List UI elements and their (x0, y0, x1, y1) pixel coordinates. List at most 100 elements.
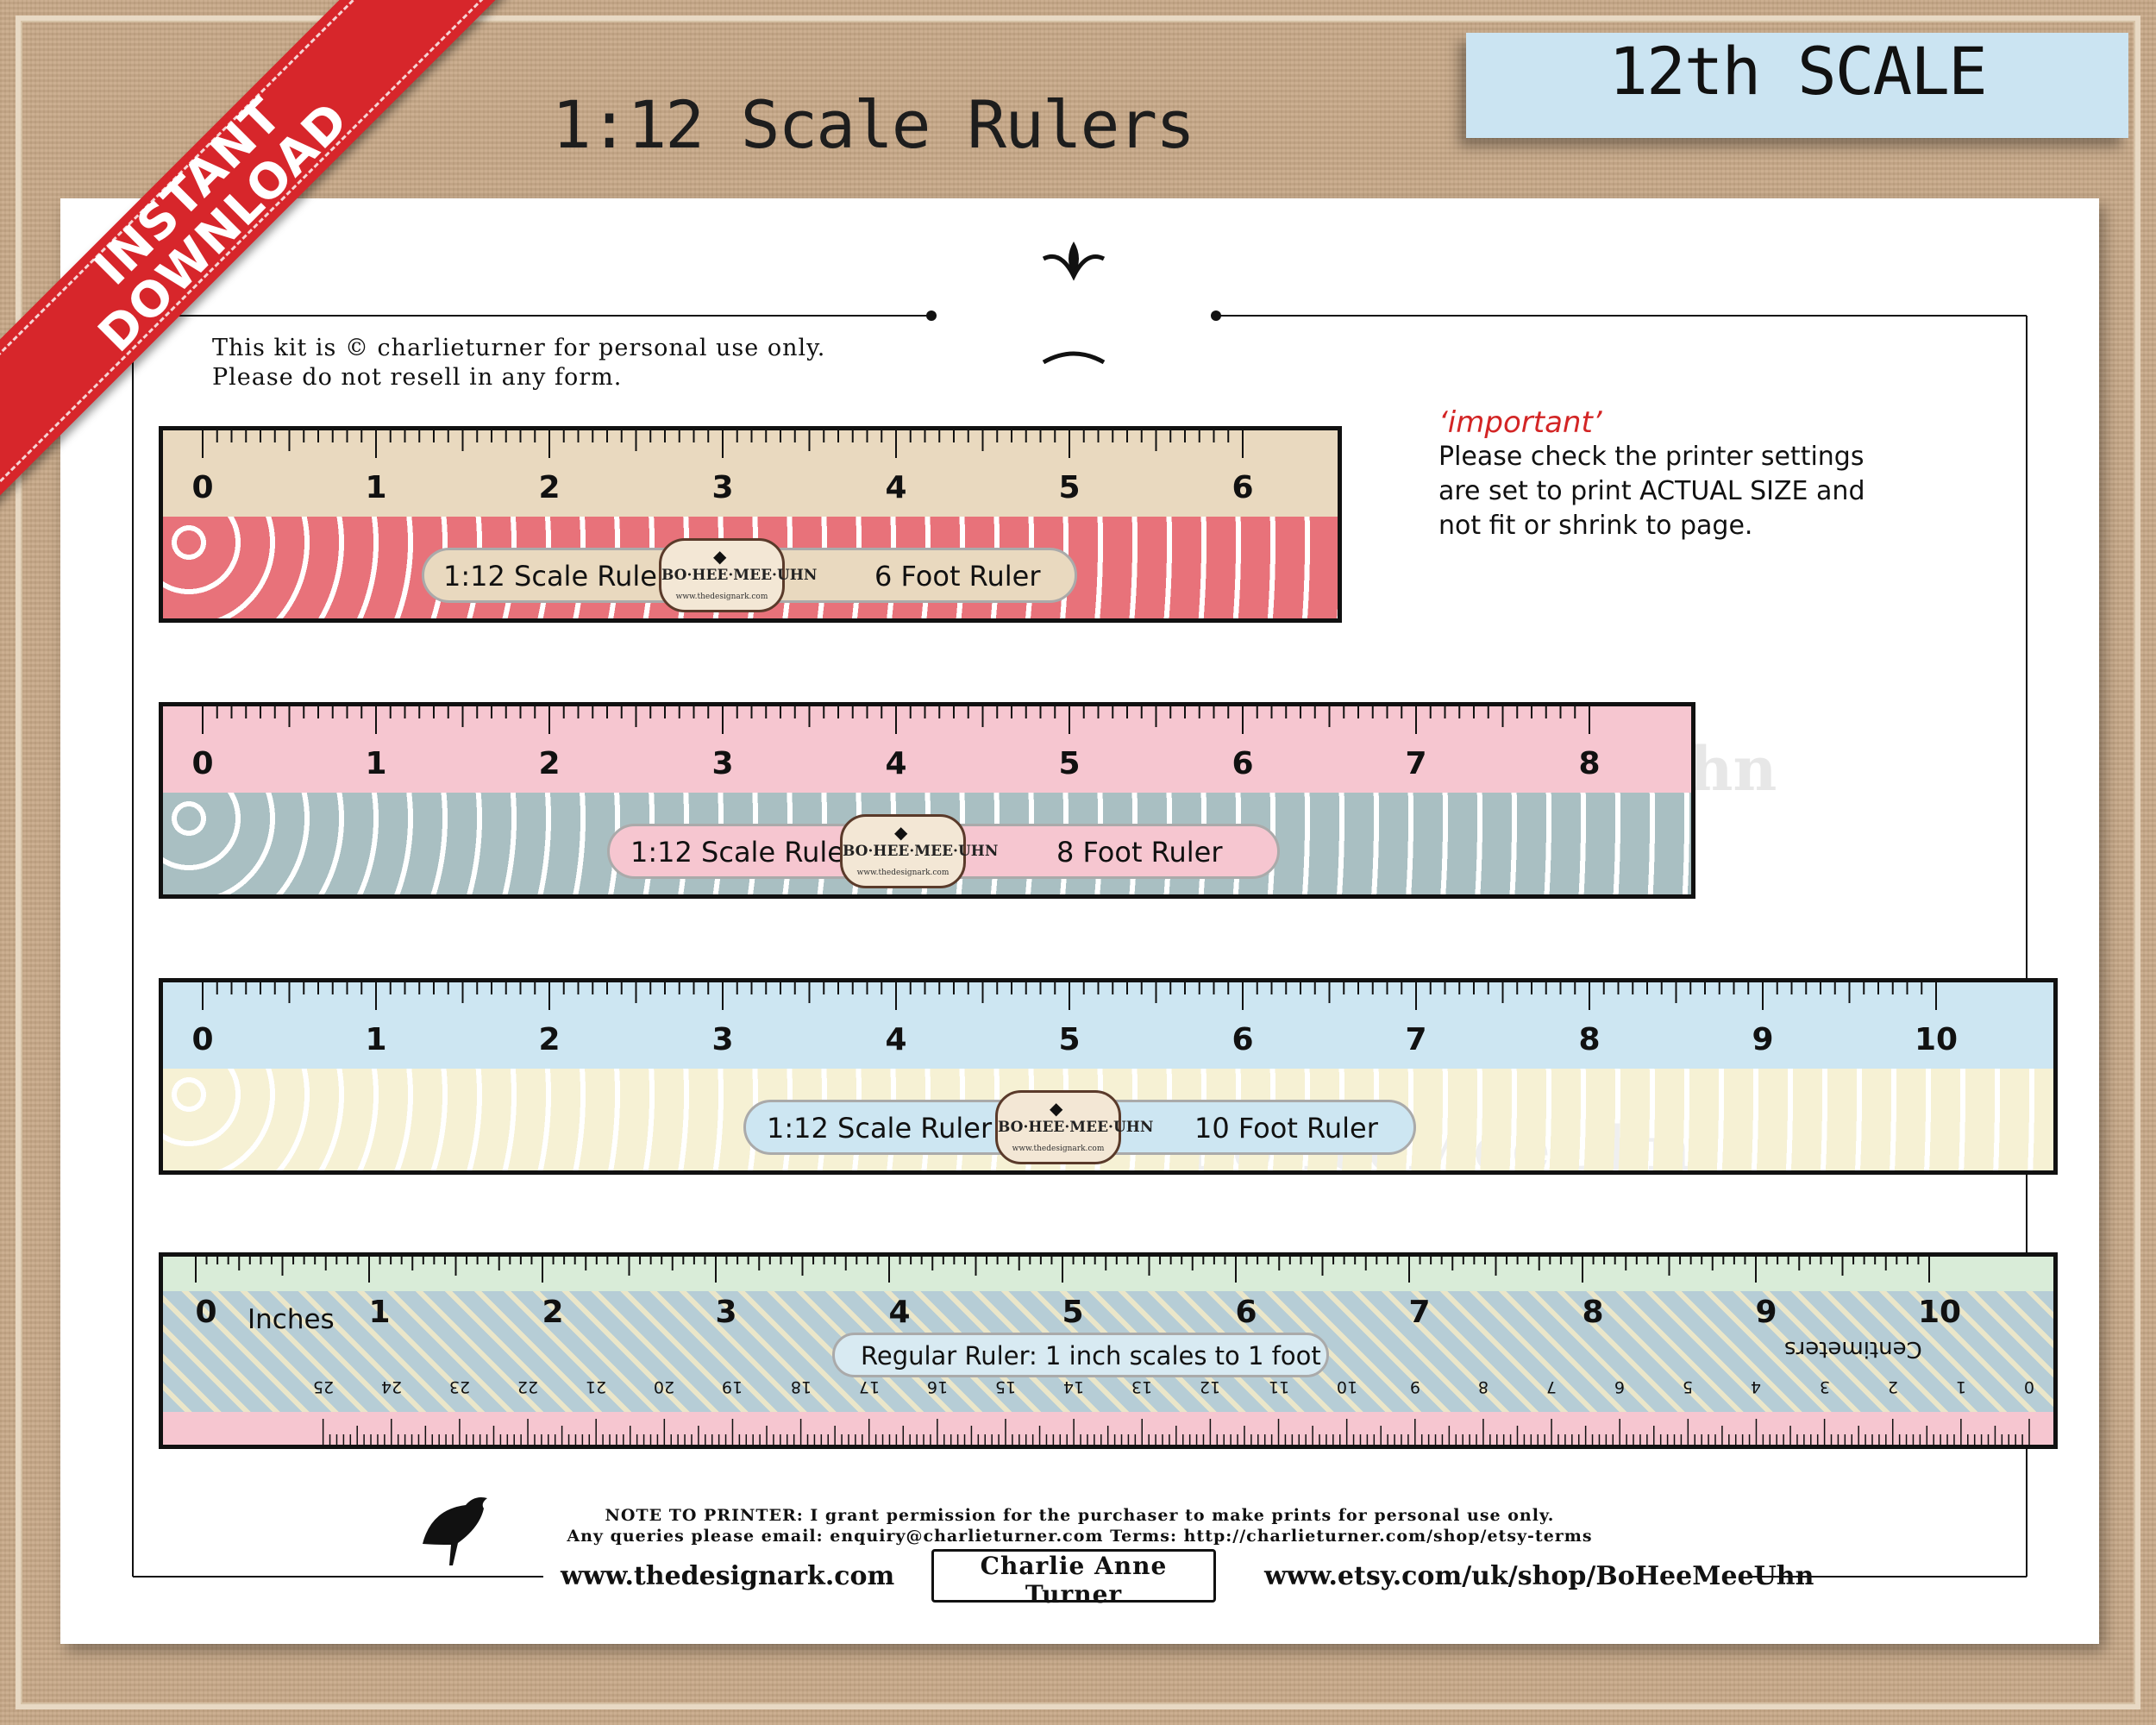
scale-badge-label: 12th SCALE (1608, 33, 1988, 110)
cm-number: 25 (312, 1377, 334, 1396)
cm-number: 9 (1409, 1377, 1420, 1396)
length-label: 10 Foot Ruler (1194, 1112, 1378, 1145)
ruler-number: 3 (711, 746, 734, 781)
important-heading: ‘important’ (1438, 405, 1602, 440)
footer-name: Charlie Anne Turner (980, 1552, 1168, 1609)
scale-label: 1:12 Scale Ruler (443, 560, 669, 593)
bohemian-emblem: ◆ BO·HEE·MEE·UHN www.thedesignark.com (659, 538, 818, 612)
emblem-name: BO·HEE·MEE·UHN (998, 1119, 1154, 1136)
ruler-number: 6 (1232, 746, 1254, 781)
cm-number: 14 (1063, 1377, 1085, 1396)
inch-number: 9 (1755, 1295, 1777, 1330)
ruler-number: 5 (1058, 470, 1081, 505)
regular-ruler-label-text: Regular Ruler: 1 inch scales to 1 foot (861, 1341, 1321, 1371)
cm-number: 13 (1131, 1377, 1153, 1396)
inch-number: 10 (1917, 1295, 1962, 1330)
ruler-number: 6 (1232, 1022, 1254, 1057)
ruler-number: 1 (365, 746, 387, 781)
inch-number: 8 (1582, 1295, 1604, 1330)
scale-label: 1:12 Scale Ruler (767, 1112, 993, 1145)
emblem-name: BO·HEE·MEE·UHN (843, 843, 999, 860)
ruler-number: 10 (1914, 1022, 1959, 1057)
cm-number: 4 (1751, 1377, 1762, 1396)
ruler-8-foot: 1:12 Scale Ruler 8 Foot Ruler ◆ BO·HEE·M… (159, 702, 1695, 899)
inch-number: 7 (1408, 1295, 1431, 1330)
emblem-url: www.thedesignark.com (1012, 1145, 1105, 1153)
inch-number: 0 (195, 1295, 217, 1330)
ruler-ticks (202, 982, 1937, 1010)
ruler-number: 4 (885, 1022, 907, 1057)
cm-number: 5 (1683, 1377, 1694, 1396)
bird-icon: ◆ (713, 546, 727, 567)
cm-number: 23 (448, 1377, 470, 1396)
ruler-top-band (163, 706, 1691, 793)
ruler-number: 6 (1232, 470, 1254, 505)
cm-number: 8 (1477, 1377, 1489, 1396)
ruler-top-band (163, 430, 1338, 517)
cm-number: 6 (1614, 1377, 1626, 1396)
ruler-10-foot: 1:12 Scale Ruler 10 Foot Ruler ◆ BO·HEE·… (159, 978, 2058, 1175)
ruler-ticks (195, 1257, 2030, 1445)
ruler-number: 8 (1578, 1022, 1601, 1057)
cm-number: 11 (1268, 1377, 1289, 1396)
ruler-number: 2 (538, 746, 561, 781)
cm-number: 18 (790, 1377, 812, 1396)
ruler-top-band (163, 982, 2053, 1069)
footer-name-box: Charlie Anne Turner (931, 1549, 1216, 1609)
inch-number: 4 (888, 1295, 911, 1330)
emblem-name: BO·HEE·MEE·UHN (661, 567, 818, 584)
cm-number: 15 (994, 1377, 1017, 1396)
crow-icon (423, 1497, 487, 1565)
ruler-number: 3 (711, 1022, 734, 1057)
bohemian-emblem: ◆ BO·HEE·MEE·UHN www.thedesignark.com (995, 1090, 1154, 1164)
inch-number: 2 (542, 1295, 564, 1330)
ruler-number: 3 (711, 470, 734, 505)
ruler-ticks (202, 430, 1244, 458)
cm-number: 3 (1819, 1377, 1830, 1396)
printable-sheet: BoHeeMeeUhn BoHeeMeeUhn This kit is © ch… (60, 198, 2099, 1644)
cm-number: 17 (858, 1377, 880, 1396)
ruler-number: 1 (365, 1022, 387, 1057)
important-line-3: not fit or shrink to page. (1438, 511, 1753, 541)
emblem-url: www.thedesignark.com (856, 869, 950, 877)
cm-number: 21 (586, 1377, 607, 1396)
queries-note: Any queries please email: enquiry@charli… (567, 1527, 1593, 1546)
ruler-6-foot: 1:12 Scale Ruler 6 Foot Ruler ◆ BO·HEE·M… (159, 426, 1342, 623)
ruler-number: 8 (1578, 746, 1601, 781)
cm-number: 24 (380, 1377, 402, 1396)
bohemian-emblem: ◆ BO·HEE·MEE·UHN www.thedesignark.com (840, 814, 999, 888)
cm-number: 16 (926, 1377, 948, 1396)
scale-badge: 12th SCALE (1466, 33, 2128, 138)
copyright-line-2: Please do not resell in any form. (212, 364, 623, 391)
cm-number: 22 (517, 1377, 539, 1396)
copyright-line-1: This kit is © charlieturner for personal… (212, 335, 826, 361)
ruler-number: 0 (191, 470, 214, 505)
ruler-number: 5 (1058, 1022, 1081, 1057)
cm-number: 1 (1955, 1377, 1966, 1396)
scale-label: 1:12 Scale Ruler (630, 836, 856, 869)
footer-site-link[interactable]: www.thedesignark.com (561, 1561, 895, 1591)
footer-etsy-link[interactable]: www.etsy.com/uk/shop/BoHeeMeeUhn (1264, 1561, 1814, 1591)
centimeters-label: Centimeters (1784, 1336, 1922, 1362)
length-label: 6 Foot Ruler (874, 560, 1041, 593)
inch-number: 6 (1235, 1295, 1257, 1330)
ruler-number: 4 (885, 470, 907, 505)
cm-number: 0 (2023, 1377, 2035, 1396)
emblem-url: www.thedesignark.com (675, 593, 768, 601)
ruler-number: 9 (1752, 1022, 1774, 1057)
cm-number: 10 (1336, 1377, 1357, 1396)
regular-ruler-label: Regular Ruler: 1 inch scales to 1 foot (832, 1333, 1329, 1377)
cm-number: 7 (1546, 1377, 1557, 1396)
inch-number: 5 (1062, 1295, 1084, 1330)
bird-icon: ◆ (1050, 1098, 1063, 1119)
regular-ruler: Inches Centimeters Regular Ruler: 1 inch… (159, 1252, 2058, 1449)
cm-number: 20 (654, 1377, 675, 1396)
important-line-1: Please check the printer settings (1438, 442, 1865, 472)
ruler-number: 2 (538, 1022, 561, 1057)
ruler-number: 2 (538, 470, 561, 505)
cm-number: 2 (1887, 1377, 1898, 1396)
inch-number: 1 (368, 1295, 391, 1330)
cm-number: 19 (722, 1377, 743, 1396)
bird-icon: ◆ (894, 822, 908, 843)
ruler-number: 7 (1405, 1022, 1427, 1057)
